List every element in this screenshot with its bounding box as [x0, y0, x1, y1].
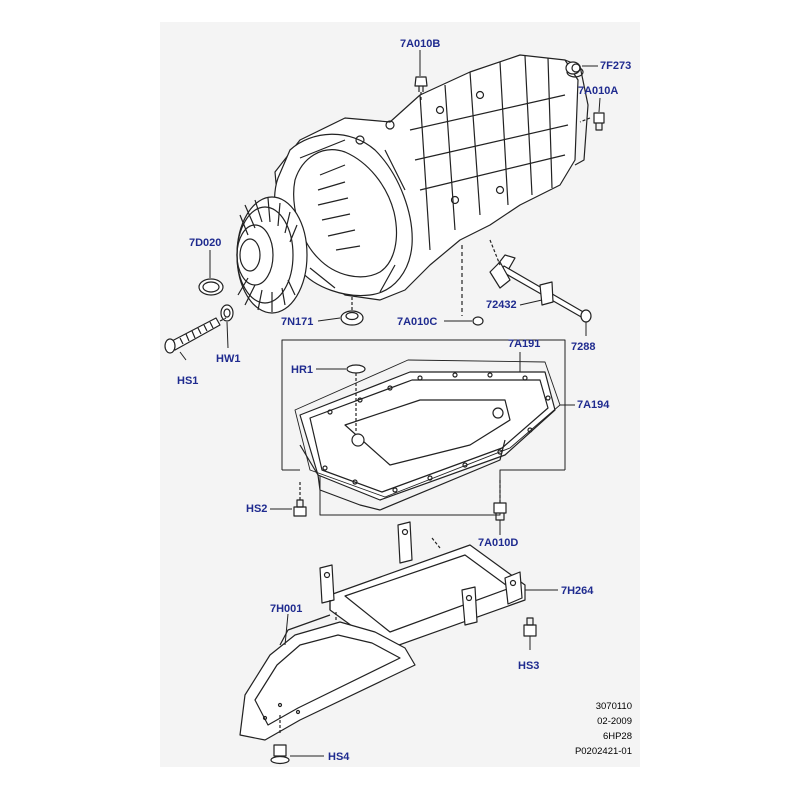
- bolt-hs4: [270, 744, 290, 765]
- o-ring-hr1: [346, 364, 366, 432]
- seal-ring: [198, 278, 224, 296]
- oil-pan: [294, 359, 561, 511]
- callout-HS3: HS3: [518, 660, 540, 672]
- drain-plug-7A010D: [493, 478, 507, 521]
- plug-7N171: [340, 296, 364, 326]
- reference-model: 6HP28: [602, 731, 632, 742]
- callout-7A010D: 7A010D: [478, 537, 519, 549]
- bolt-hs2: [293, 482, 307, 517]
- transmission-housing: [273, 54, 589, 301]
- callout-HS1: HS1: [177, 375, 199, 387]
- heat-shield-7H001: [239, 612, 416, 741]
- plug-7F273: [565, 61, 581, 75]
- callout-HR1: HR1: [291, 364, 314, 376]
- bolt-7A010C: [461, 245, 484, 326]
- callout-7A010C: 7A010C: [397, 316, 438, 328]
- callout-HS4: HS4: [328, 751, 350, 763]
- callout-7A191: 7A191: [508, 338, 541, 350]
- callout-HS2: HS2: [246, 503, 268, 515]
- callout-7H001: 7H001: [270, 603, 303, 615]
- leader-lines: [179, 50, 601, 757]
- bolt-hs3: [523, 617, 537, 637]
- callout-HW1: HW1: [216, 353, 241, 365]
- callout-7D020: 7D020: [189, 237, 222, 249]
- converter-assembly: [236, 196, 308, 314]
- callout-7A010B: 7A010B: [400, 38, 441, 50]
- callout-7F273: 7F273: [600, 60, 632, 72]
- bolt-7A010B: [414, 76, 428, 100]
- callout-7H264: 7H264: [561, 585, 594, 597]
- crossmember-7H264: [319, 521, 526, 651]
- selector-shaft: [489, 239, 592, 323]
- callout-72432: 72432: [486, 299, 517, 311]
- callout-7A010A: 7A010A: [578, 85, 619, 97]
- callout-7N171: 7N171: [281, 316, 314, 328]
- reference-part-ref: P0202421-01: [574, 746, 632, 757]
- washer-hw1: [220, 304, 234, 322]
- reference-number: 3070110: [595, 701, 632, 712]
- reference-date: 02-2009: [597, 716, 632, 727]
- bolt-7A010A: [579, 112, 605, 131]
- callout-7288: 7288: [571, 341, 596, 353]
- callout-7A194: 7A194: [577, 399, 610, 411]
- bolt-hs1: [164, 317, 227, 354]
